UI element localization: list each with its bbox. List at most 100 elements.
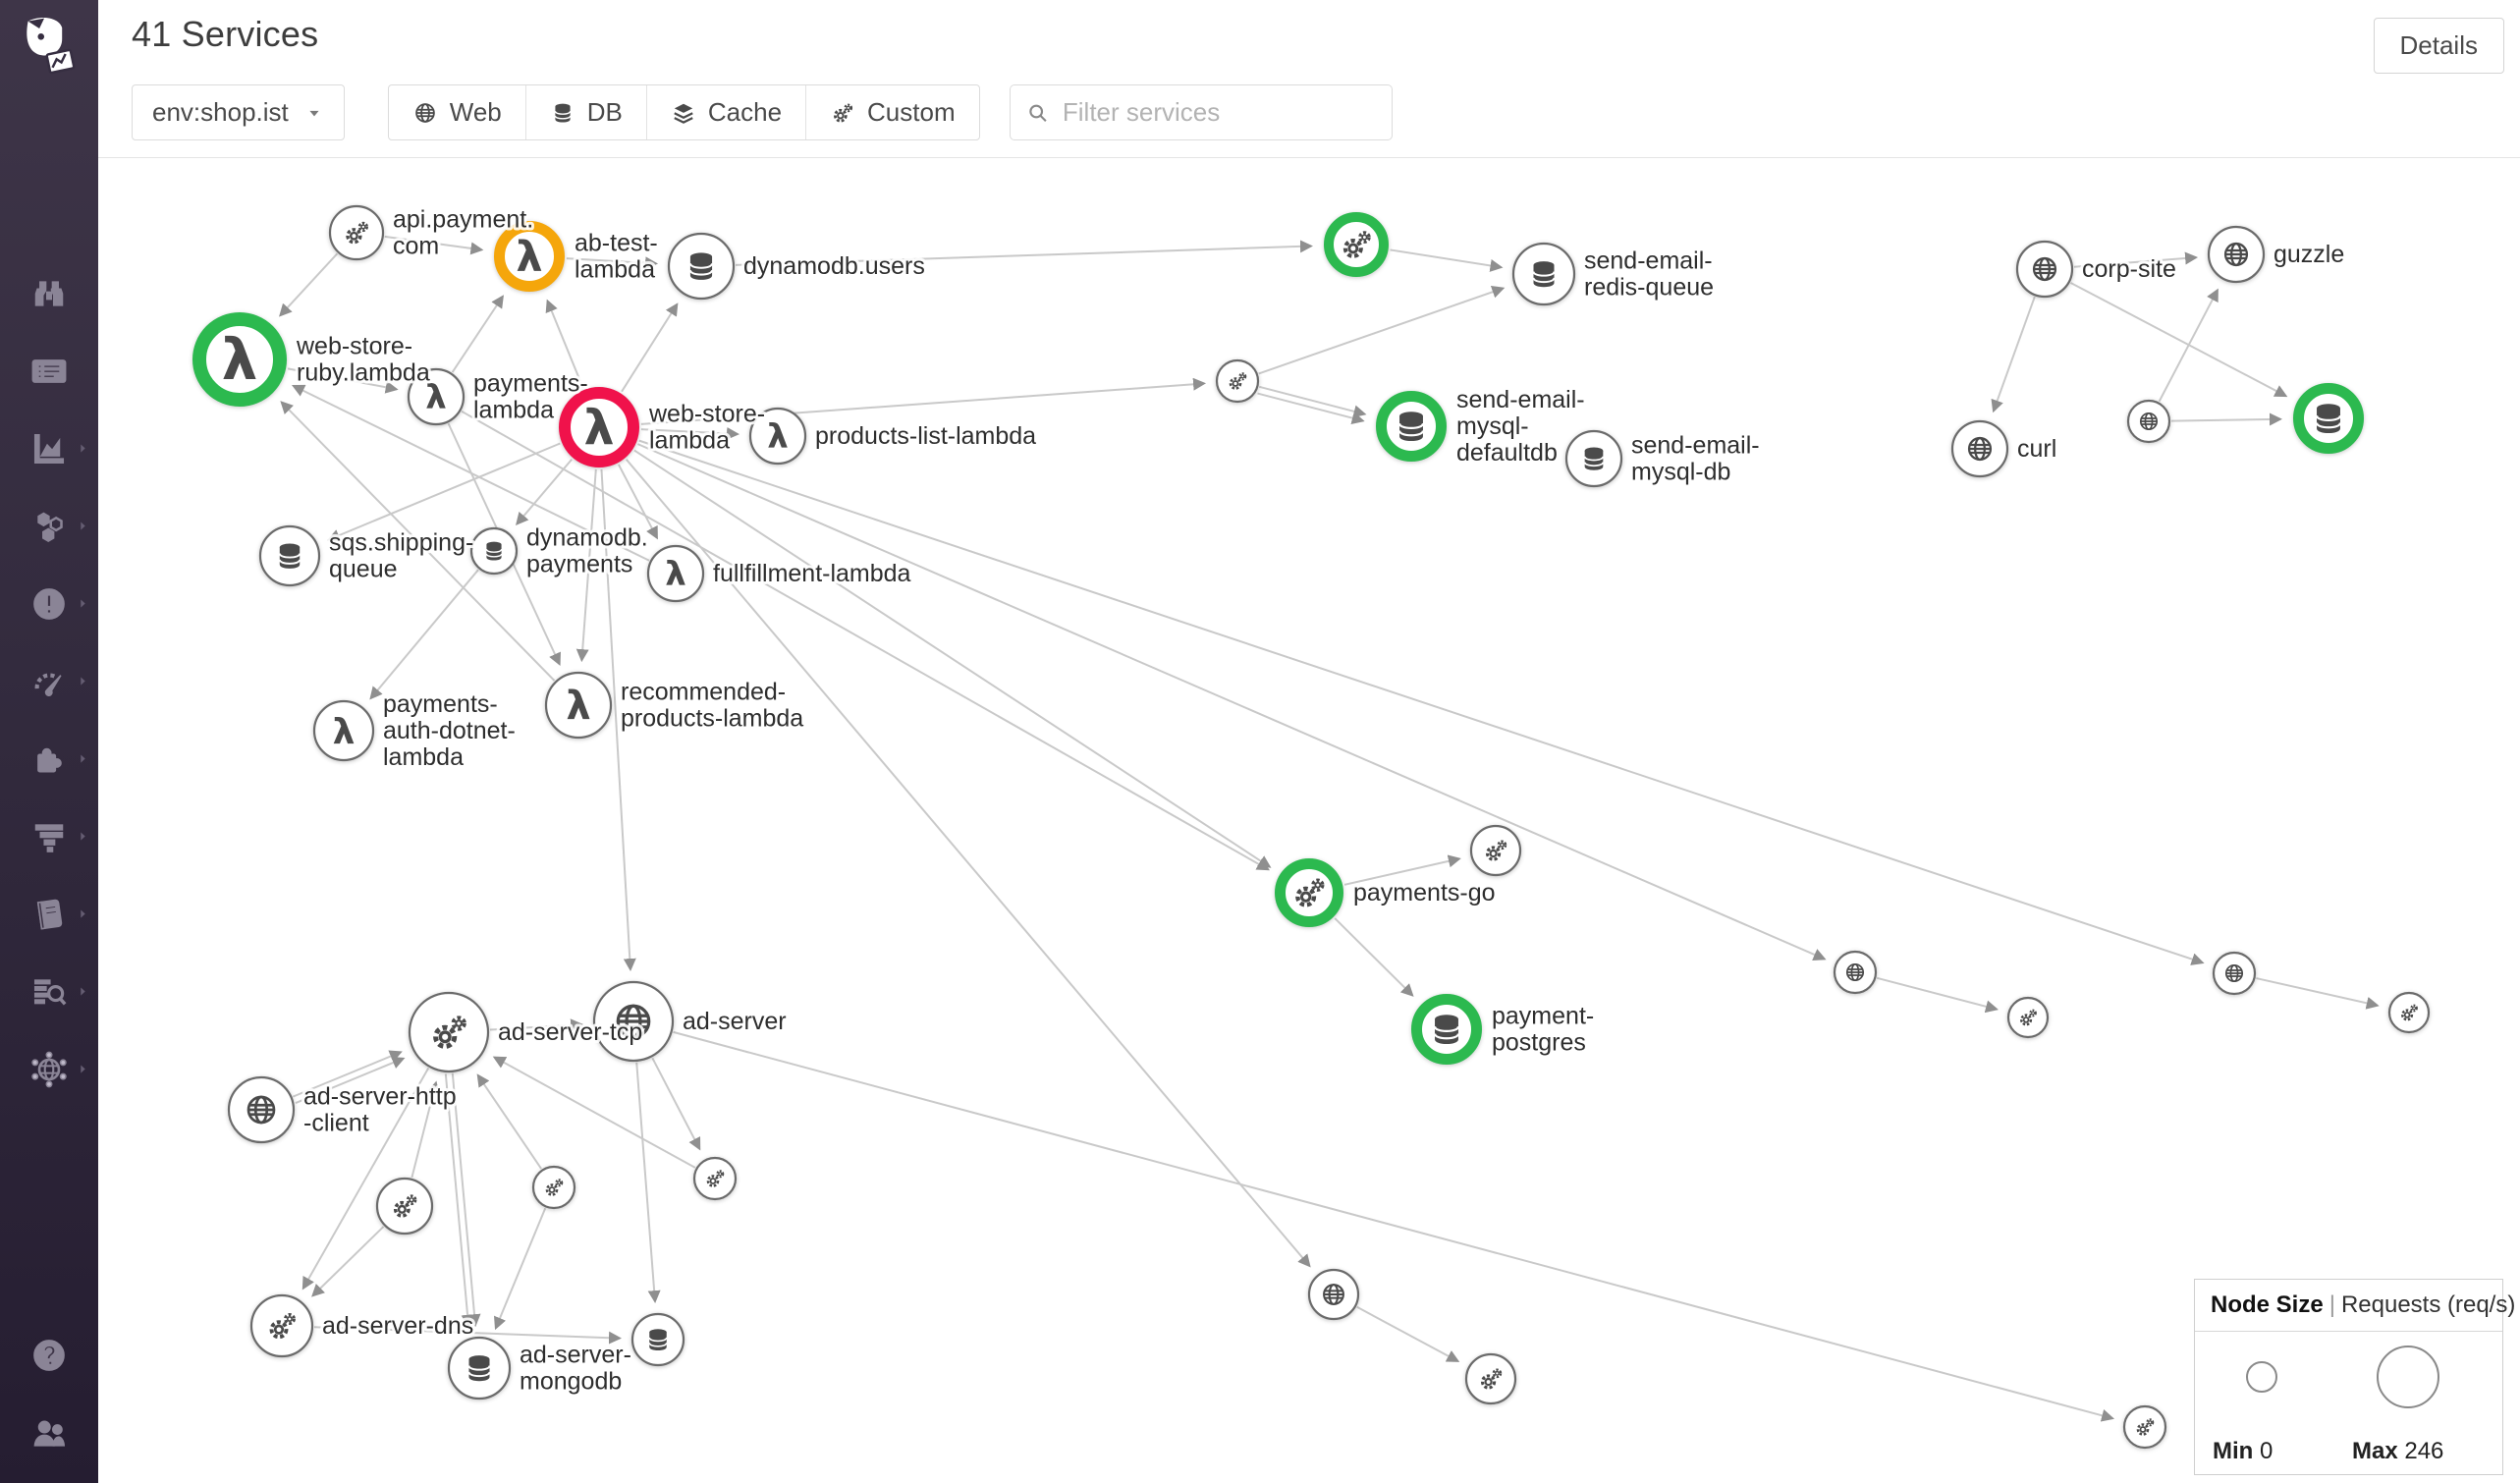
service-node-sqs[interactable]: [258, 524, 321, 587]
filter-custom-button[interactable]: Custom: [806, 85, 979, 139]
service-node-globeR1[interactable]: [1833, 950, 1878, 995]
service-node-payauth[interactable]: λ: [312, 699, 375, 762]
service-node-dbX[interactable]: [630, 1312, 685, 1367]
service-node-httpclient[interactable]: [227, 1075, 296, 1144]
datadog-logo[interactable]: [14, 12, 84, 82]
node-size-legend: Node Size|Requests (req/s) Min 0 Max 246: [2194, 1279, 2515, 1475]
sidebar-item-metrics[interactable]: [0, 410, 98, 487]
service-node-paygo[interactable]: [1275, 858, 1343, 927]
sidebar-item-service-map[interactable]: [0, 1030, 98, 1108]
graph-edge: [2070, 282, 2288, 398]
service-node-postgres[interactable]: [1411, 994, 1482, 1065]
filter-row: env:shop.ist Web DB Cache Cust: [132, 84, 1393, 140]
graph-edge: [2170, 412, 2282, 426]
service-node-gearR2[interactable]: [2387, 991, 2431, 1034]
chevron-right-icon: [76, 984, 90, 999]
service-node-globeM[interactable]: [1307, 1268, 1360, 1321]
graph-edge: [1343, 854, 1461, 886]
db-icon: [1583, 446, 1605, 471]
sidebar-item-monitors[interactable]: [0, 565, 98, 642]
gauge-icon: [30, 663, 68, 700]
service-node-ggear1[interactable]: [1324, 212, 1389, 277]
service-node-mysqldb[interactable]: [1564, 429, 1623, 488]
lambda-icon: λ: [583, 400, 614, 456]
graph-edge: [618, 464, 658, 540]
sidebar-item-events[interactable]: [0, 332, 98, 410]
graph-edge: [1991, 296, 2036, 413]
service-node-dynusers[interactable]: [667, 232, 736, 301]
service-node-dynpay[interactable]: [469, 526, 519, 576]
service-node-adtcp[interactable]: [408, 991, 490, 1073]
service-node-api[interactable]: [328, 204, 385, 261]
sidebar-item-integrations[interactable]: [0, 720, 98, 797]
service-node-ruby[interactable]: λ: [192, 312, 287, 407]
service-node-midgear[interactable]: [1215, 358, 1260, 404]
service-node-redisq[interactable]: [1511, 242, 1576, 306]
service-node-globeR2[interactable]: [2212, 951, 2257, 996]
sidebar-item-dashboards[interactable]: [0, 642, 98, 720]
env-dropdown-value: env:shop.ist: [152, 97, 289, 127]
filter-web-button[interactable]: Web: [389, 85, 526, 139]
graph-edge: [311, 1226, 385, 1297]
service-node-prodlist[interactable]: λ: [748, 407, 807, 466]
graph-edge: [626, 459, 1311, 1268]
service-node-gearA[interactable]: [375, 1177, 434, 1236]
service-label-paylambda: lambda: [473, 397, 554, 424]
service-node-mongo[interactable]: [447, 1336, 512, 1401]
service-node-webstore[interactable]: λ: [559, 387, 639, 467]
service-label-payauth: auth-dotnet-: [383, 717, 516, 744]
service-node-gearLegend[interactable]: [2122, 1404, 2167, 1450]
graph-edge: [673, 1030, 2115, 1422]
service-search: [1009, 84, 1393, 140]
filter-cache-button[interactable]: Cache: [647, 85, 807, 139]
service-node-recommended[interactable]: λ: [544, 671, 613, 740]
header: 41 Services Details env:shop.ist Web DB …: [98, 0, 2520, 158]
graph-edge: [411, 1080, 440, 1179]
service-label-dynusers: dynamodb.users: [743, 252, 925, 280]
service-node-dns[interactable]: [249, 1293, 314, 1358]
service-node-adserver[interactable]: [592, 980, 675, 1063]
sidebar-item-apm[interactable]: [0, 797, 98, 875]
sidebar-item-watchdog[interactable]: [0, 254, 98, 332]
service-type-filter-group: Web DB Cache Custom: [387, 84, 980, 140]
graph-edges: [279, 235, 2380, 1422]
service-node-fullfill[interactable]: λ: [646, 544, 705, 603]
db-icon: [688, 251, 714, 281]
service-node-gearC[interactable]: [692, 1156, 738, 1201]
service-node-gearB[interactable]: [531, 1165, 576, 1210]
service-node-gdbr[interactable]: [2293, 383, 2364, 454]
search-input[interactable]: [1062, 97, 1376, 128]
service-node-defaultdb[interactable]: [1376, 391, 1447, 462]
service-node-guzzle[interactable]: [2207, 225, 2266, 284]
service-label-api: api.payment.: [393, 206, 533, 234]
env-dropdown[interactable]: env:shop.ist: [132, 84, 345, 140]
service-node-paylambda[interactable]: λ: [407, 367, 466, 426]
service-node-corp[interactable]: [2015, 240, 2074, 299]
sidebar-item-help[interactable]: [0, 1316, 98, 1395]
graph-edge: [451, 295, 504, 373]
sidebar-item-infrastructure[interactable]: [0, 487, 98, 565]
sidebar-item-team[interactable]: [0, 1395, 98, 1473]
graph-edge: [287, 367, 399, 394]
sidebar-item-logs[interactable]: [0, 953, 98, 1030]
network-globe-icon: [30, 1051, 68, 1088]
filter-db-button[interactable]: DB: [526, 85, 647, 139]
service-label-recommended: recommended-: [621, 679, 786, 706]
details-button[interactable]: Details: [2373, 18, 2504, 74]
service-node-gsmr[interactable]: [2126, 399, 2171, 444]
service-node-abtest[interactable]: λ: [494, 221, 565, 292]
service-label-paylambda: payments-: [473, 370, 588, 398]
service-node-curl[interactable]: [1950, 419, 2009, 478]
service-node-gearM[interactable]: [1464, 1352, 1517, 1405]
sidebar-item-notebooks[interactable]: [0, 875, 98, 953]
graph-edge: [451, 1072, 481, 1328]
users-icon: [30, 1415, 68, 1453]
events-list-icon: [30, 353, 68, 390]
graph-edge: [640, 377, 1207, 425]
db-icon: [467, 1354, 491, 1383]
layers-icon: [671, 100, 696, 126]
service-label-webstore: lambda: [649, 427, 730, 455]
service-node-gearpg[interactable]: [1469, 824, 1522, 877]
service-node-gearR1[interactable]: [2006, 996, 2050, 1039]
